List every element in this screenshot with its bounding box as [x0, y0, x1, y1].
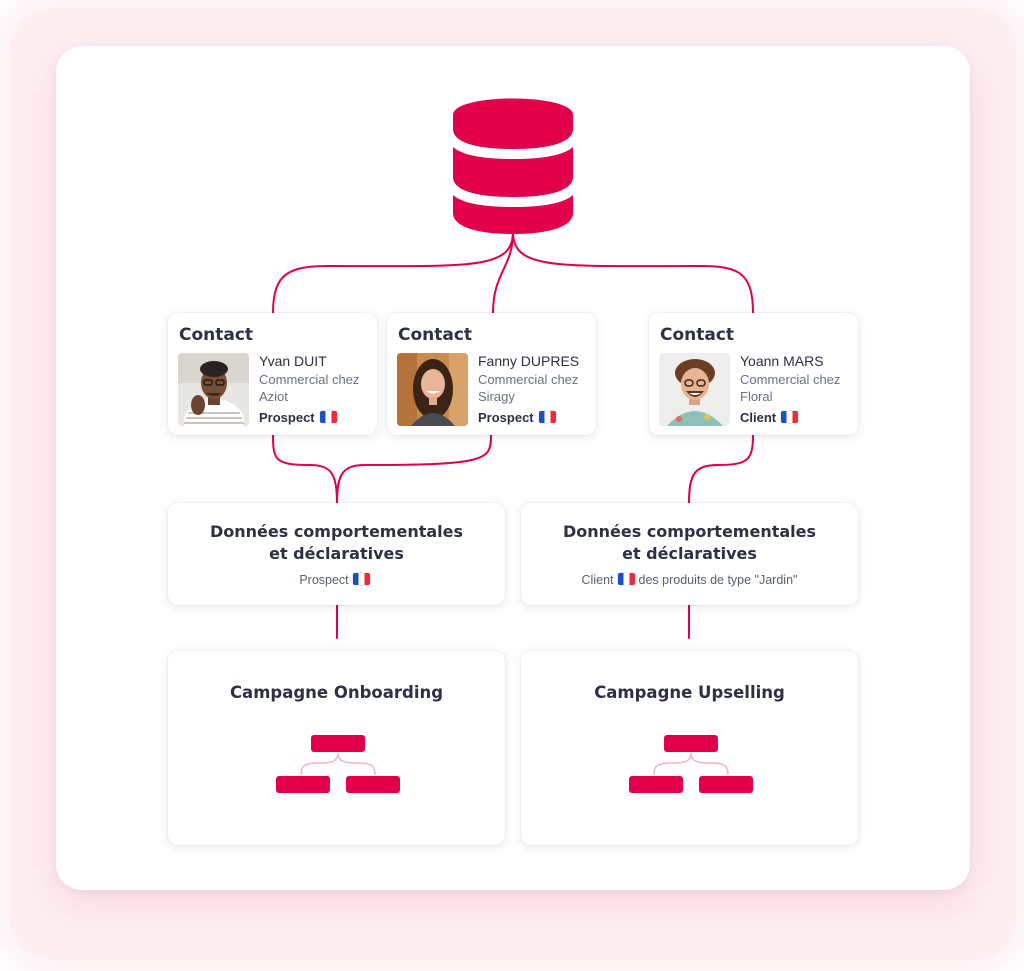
behavioral-data-card-prospect: Données comportementales et déclaratives… — [168, 503, 505, 605]
data-card-title-line-1: Données comportementales — [562, 522, 817, 541]
france-flag-icon — [538, 411, 556, 423]
contact-role: Commercial chez Floral — [740, 372, 841, 404]
contact-role: Commercial chez Siragy — [478, 372, 579, 404]
france-flag-icon — [781, 411, 799, 423]
contact-role: Commercial chez Aziot — [259, 372, 360, 404]
campaign-card-upselling[interactable]: Campagne Upselling — [521, 651, 858, 845]
contact-status: Prospect — [478, 410, 556, 425]
data-card-title-line-1: Données comportementales — [209, 522, 464, 541]
france-flag-icon — [617, 573, 635, 585]
contact-card-yvan[interactable]: Contact Yvan DUIT Commercial chez Aziot … — [168, 313, 377, 435]
data-card-title: Données comportementales et déclaratives — [521, 521, 858, 565]
campaign-title: Campagne Upselling — [594, 683, 785, 702]
contact-card-fanny[interactable]: Contact Fanny DUPRES Commercial chez Sir… — [387, 313, 596, 435]
avatar — [178, 353, 249, 426]
contact-status-label: Client — [740, 410, 777, 425]
contact-card-yoann[interactable]: Contact Yoann MARS Commercial chez Flora… — [649, 313, 858, 435]
connector-contact-1-to-data-1 — [272, 434, 338, 504]
segment-label: Prospect — [299, 573, 349, 587]
behavioral-data-card-client: Données comportementales et déclaratives… — [521, 503, 858, 605]
data-card-segment: Client des produits de type "Jardin" — [521, 573, 858, 587]
database-icon — [453, 98, 573, 234]
connector-contact-3-to-data-2 — [688, 434, 754, 504]
connector-contact-2-to-data-1 — [336, 434, 492, 504]
france-flag-icon — [352, 573, 370, 585]
contact-name: Yvan DUIT — [259, 353, 327, 369]
contact-name: Fanny DUPRES — [478, 353, 580, 369]
connector-db-to-contact-1 — [272, 231, 514, 314]
flow-tree-icon — [629, 735, 753, 793]
connector-db-to-contact-3 — [512, 231, 754, 314]
avatar — [659, 353, 730, 426]
contact-card-title: Contact — [398, 325, 473, 345]
contact-card-title: Contact — [179, 325, 254, 345]
flow-tree-icon — [276, 735, 400, 793]
data-card-title-line-2: et déclaratives — [622, 544, 757, 563]
contact-status-label: Prospect — [478, 410, 534, 425]
data-card-title: Données comportementales et déclaratives — [168, 521, 505, 565]
connector-db-to-contact-2 — [492, 231, 514, 314]
segment-detail: des produits de type "Jardin" — [638, 573, 798, 587]
avatar — [397, 353, 468, 426]
contact-status: Prospect — [259, 410, 337, 425]
contact-card-title: Contact — [660, 325, 735, 345]
data-card-title-line-2: et déclaratives — [269, 544, 404, 563]
campaign-title: Campagne Onboarding — [229, 683, 444, 702]
contact-status: Client — [740, 410, 799, 425]
campaign-card-onboarding[interactable]: Campagne Onboarding — [168, 651, 505, 845]
segment-label: Client — [581, 573, 614, 587]
france-flag-icon — [319, 411, 337, 423]
contact-status-label: Prospect — [259, 410, 315, 425]
contact-name: Yoann MARS — [740, 353, 824, 369]
data-card-segment: Prospect — [168, 573, 505, 587]
